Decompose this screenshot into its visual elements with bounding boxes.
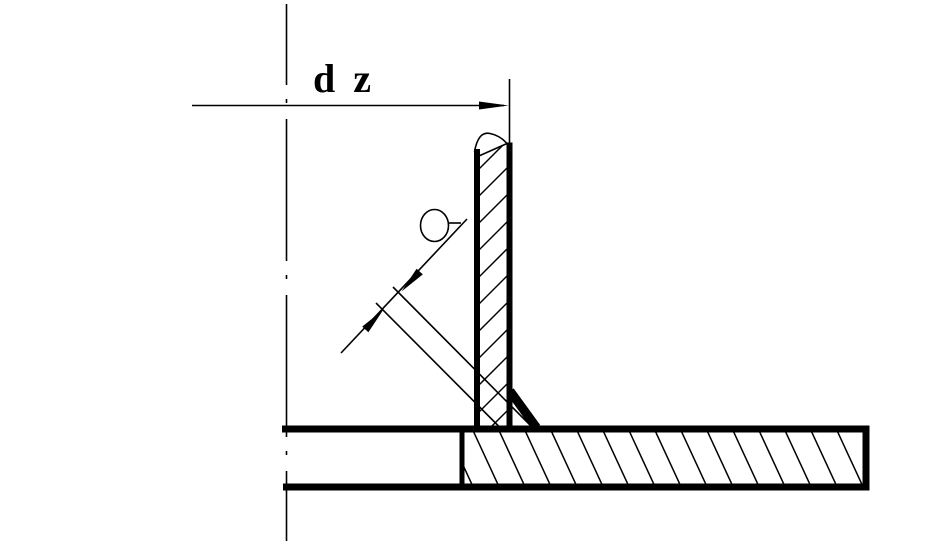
hatch-line — [480, 221, 507, 251]
throat-arrowhead-upper-icon — [401, 268, 423, 292]
hatch-line — [732, 431, 759, 484]
base-plate-hatch — [464, 431, 863, 484]
hatch-line — [487, 410, 507, 429]
hatch-line — [810, 431, 837, 484]
hatch-line — [576, 431, 603, 484]
hatch-line — [480, 329, 507, 359]
vertical-plate — [473, 132, 513, 430]
throat-arrowhead-lower-icon — [362, 309, 384, 333]
hatch-line — [524, 431, 551, 484]
hatch-line — [654, 431, 681, 484]
throat-dimension — [340, 208, 533, 428]
throat-construction-line-outer — [392, 286, 533, 428]
throat-construction-line-inner — [375, 302, 501, 428]
hatch-line — [706, 431, 733, 484]
base-plate — [282, 425, 870, 491]
hatch-line — [628, 431, 655, 484]
throat-circle-symbol-icon — [419, 208, 450, 243]
hatch-line — [480, 167, 507, 197]
weld-cap-bead — [473, 132, 508, 153]
dz-arrowhead-icon — [479, 101, 509, 110]
hatch-line — [550, 431, 577, 484]
hatch-line — [680, 431, 707, 484]
hatch-line — [480, 194, 507, 224]
dz-dimension-label: d z — [313, 56, 375, 101]
hatch-line — [480, 248, 507, 278]
dz-dimension: d z — [192, 56, 511, 144]
hatch-line — [480, 302, 507, 332]
hatch-line — [836, 431, 863, 484]
hatch-line — [480, 383, 507, 413]
hatch-line — [758, 431, 785, 484]
hatch-line — [784, 431, 811, 484]
hatch-line — [602, 431, 629, 484]
hatch-line — [480, 145, 505, 170]
fillet-weld — [506, 388, 541, 431]
hatch-line — [498, 431, 525, 484]
hatch-line — [480, 356, 507, 386]
hatch-line — [464, 466, 473, 484]
weld-cap-chord — [475, 142, 508, 159]
vertical-plate-hatch — [480, 145, 507, 429]
hatch-line — [480, 275, 507, 305]
hatch-line — [472, 431, 499, 484]
throat-leader-line — [340, 218, 468, 354]
